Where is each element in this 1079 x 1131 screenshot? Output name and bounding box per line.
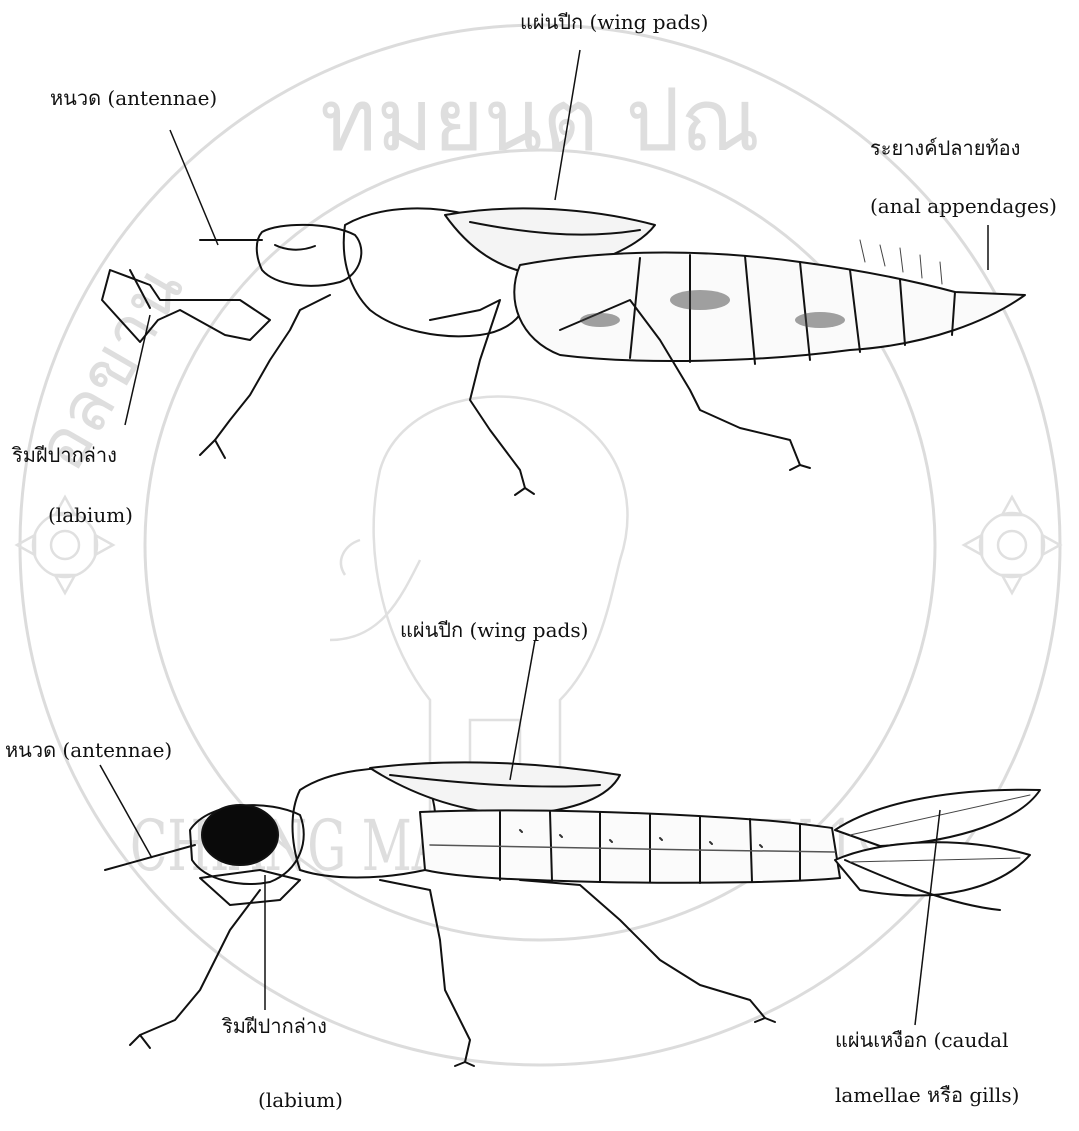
top-anal-appendages-label-thai: ระยางค์ปลายท้อง — [870, 138, 1020, 158]
bottom-labium-label-en: (labium) — [258, 1090, 343, 1110]
top-labium-label-thai: ริมฝีปากล่าง — [12, 445, 117, 465]
bottom-hind-leg — [520, 880, 765, 1018]
bottom-middle-leg — [380, 880, 470, 1062]
bottom-wing-pads-label: แผ่นปีก (wing pads) — [400, 620, 588, 640]
bottom-antennae-label: หนวด (antennae) — [5, 740, 172, 760]
bottom-gills-label-line2: lamellae หรือ gills) — [835, 1085, 1019, 1105]
top-labium-label-en: (labium) — [48, 505, 133, 525]
bottom-gills-label-line1: แผ่นเหงือก (caudal — [835, 1030, 1008, 1050]
bottom-labium — [200, 870, 300, 905]
bottom-labium-label-thai: ริมฝีปากล่าง — [222, 1016, 327, 1036]
bottom-eye-icon — [202, 805, 278, 865]
top-antennae-label: หนวด (antennae) — [50, 88, 217, 108]
bottom-wing-pads — [370, 762, 620, 815]
top-anal-appendages-label-en: (anal appendages) — [870, 196, 1057, 216]
top-wing-pads-label: แผ่นปีก (wing pads) — [520, 12, 708, 32]
